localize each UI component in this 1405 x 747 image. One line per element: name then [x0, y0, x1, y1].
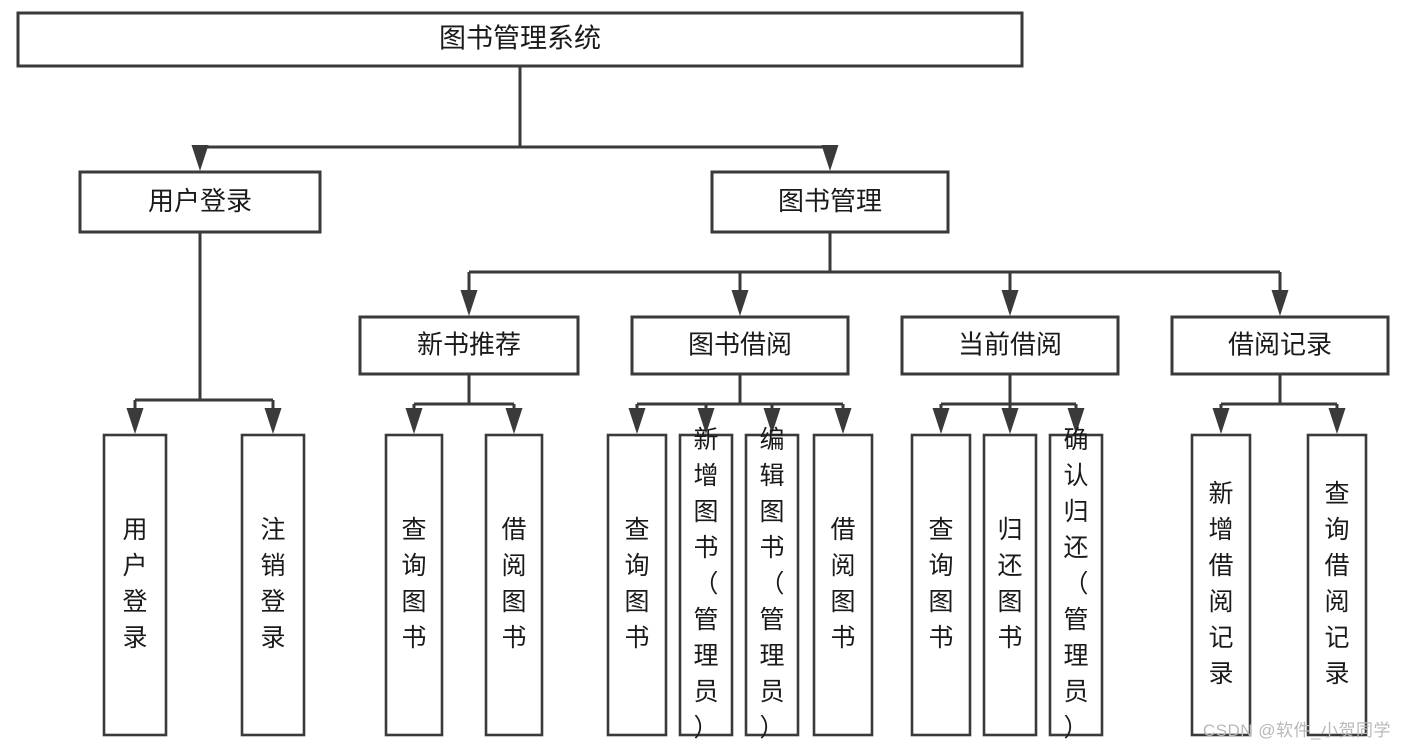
node-label: 查询图书	[928, 516, 953, 652]
arrow-head-icon	[405, 408, 423, 434]
node-leaf11[interactable]: 确认归还（管理员）	[1048, 426, 1104, 742]
node-label: 新书推荐	[417, 329, 521, 359]
node-l1a[interactable]: 用户登录	[78, 170, 322, 234]
node-layer: 图书管理系统用户登录图书管理新书推荐图书借阅当前借阅借阅记录用户登录注销登录查询…	[16, 11, 1390, 742]
node-leaf7[interactable]: 编辑图书（管理员）	[744, 426, 800, 742]
node-box[interactable]	[484, 433, 544, 737]
node-leaf12[interactable]: 新增借阅记录	[1190, 433, 1252, 737]
node-leaf1[interactable]: 用户登录	[102, 433, 168, 737]
node-leaf8[interactable]: 借阅图书	[812, 433, 874, 737]
node-label: 确认归还（管理员）	[1063, 426, 1088, 742]
node-label: 借阅图书	[830, 516, 855, 652]
node-leaf3[interactable]: 查询图书	[384, 433, 444, 737]
node-box[interactable]	[102, 433, 168, 737]
node-label: 借阅图书	[501, 516, 526, 652]
node-box[interactable]	[1170, 315, 1390, 376]
arrow-head-icon	[1001, 290, 1019, 316]
node-l2c[interactable]: 当前借阅	[900, 315, 1120, 376]
node-label: 编辑图书（管理员）	[759, 426, 784, 742]
node-l2d[interactable]: 借阅记录	[1170, 315, 1390, 376]
node-box[interactable]	[744, 433, 800, 737]
node-label: 注销登录	[260, 516, 285, 652]
node-leaf6[interactable]: 新增图书（管理员）	[678, 426, 734, 742]
node-l2a[interactable]: 新书推荐	[358, 315, 580, 376]
arrow-head-icon	[628, 408, 646, 434]
edge-group-l2c	[932, 374, 1085, 434]
edge-group-l1b	[460, 232, 1289, 316]
arrow-head-icon	[834, 408, 852, 434]
arrow-head-icon	[1001, 408, 1019, 434]
arrow-head-icon	[1212, 408, 1230, 434]
node-box[interactable]	[1306, 433, 1368, 737]
node-label: 图书管理系统	[439, 24, 601, 54]
node-label: 查询图书	[624, 516, 649, 652]
node-leaf4[interactable]: 借阅图书	[484, 433, 544, 737]
node-label: 用户登录	[148, 186, 252, 216]
node-box[interactable]	[910, 433, 972, 737]
node-box[interactable]	[1048, 433, 1104, 737]
node-box[interactable]	[240, 433, 306, 737]
node-leaf2[interactable]: 注销登录	[240, 433, 306, 737]
node-label: 用户登录	[122, 516, 147, 652]
arrow-head-icon	[460, 290, 478, 316]
arrow-head-icon	[1067, 408, 1085, 434]
node-box[interactable]	[812, 433, 874, 737]
arrow-head-icon	[191, 145, 209, 171]
node-box[interactable]	[1190, 433, 1252, 737]
arrow-head-icon	[821, 145, 839, 171]
arrow-head-icon	[126, 408, 144, 434]
node-label: 借阅记录	[1228, 329, 1332, 359]
node-leaf13[interactable]: 查询借阅记录	[1306, 433, 1368, 737]
node-l2b[interactable]: 图书借阅	[630, 315, 850, 376]
node-label: 查询借阅记录	[1324, 480, 1349, 688]
edge-layer	[126, 66, 1346, 434]
arrow-head-icon	[763, 408, 781, 434]
node-leaf9[interactable]: 查询图书	[910, 433, 972, 737]
node-label: 当前借阅	[958, 329, 1062, 359]
arrow-head-icon	[1271, 290, 1289, 316]
node-box[interactable]	[900, 315, 1120, 376]
edge-group-l2d	[1212, 374, 1346, 434]
arrow-head-icon	[932, 408, 950, 434]
arrow-head-icon	[264, 408, 282, 434]
arrow-head-icon	[697, 408, 715, 434]
node-box[interactable]	[630, 315, 850, 376]
node-leaf10[interactable]: 归还图书	[982, 433, 1038, 737]
edge-group-l2b	[628, 374, 852, 434]
arrow-head-icon	[731, 290, 749, 316]
node-label: 归还图书	[997, 516, 1022, 652]
node-label: 新增借阅记录	[1208, 480, 1233, 688]
arrow-head-icon	[505, 408, 523, 434]
node-box[interactable]	[16, 11, 1024, 68]
node-box[interactable]	[678, 433, 734, 737]
edge-group-l2a	[405, 374, 523, 434]
node-box[interactable]	[358, 315, 580, 376]
node-l1b[interactable]: 图书管理	[710, 170, 950, 234]
arrow-head-icon	[1328, 408, 1346, 434]
edge-group-root	[191, 66, 839, 171]
node-label: 新增图书（管理员）	[693, 426, 718, 742]
node-label: 图书管理	[778, 186, 882, 216]
node-box[interactable]	[606, 433, 668, 737]
node-box[interactable]	[982, 433, 1038, 737]
edge-group-l1a	[126, 232, 282, 434]
node-box[interactable]	[78, 170, 322, 234]
node-box[interactable]	[384, 433, 444, 737]
node-root[interactable]: 图书管理系统	[16, 11, 1024, 68]
node-box[interactable]	[710, 170, 950, 234]
node-label: 查询图书	[401, 516, 426, 652]
node-leaf5[interactable]: 查询图书	[606, 433, 668, 737]
node-label: 图书借阅	[688, 329, 792, 359]
